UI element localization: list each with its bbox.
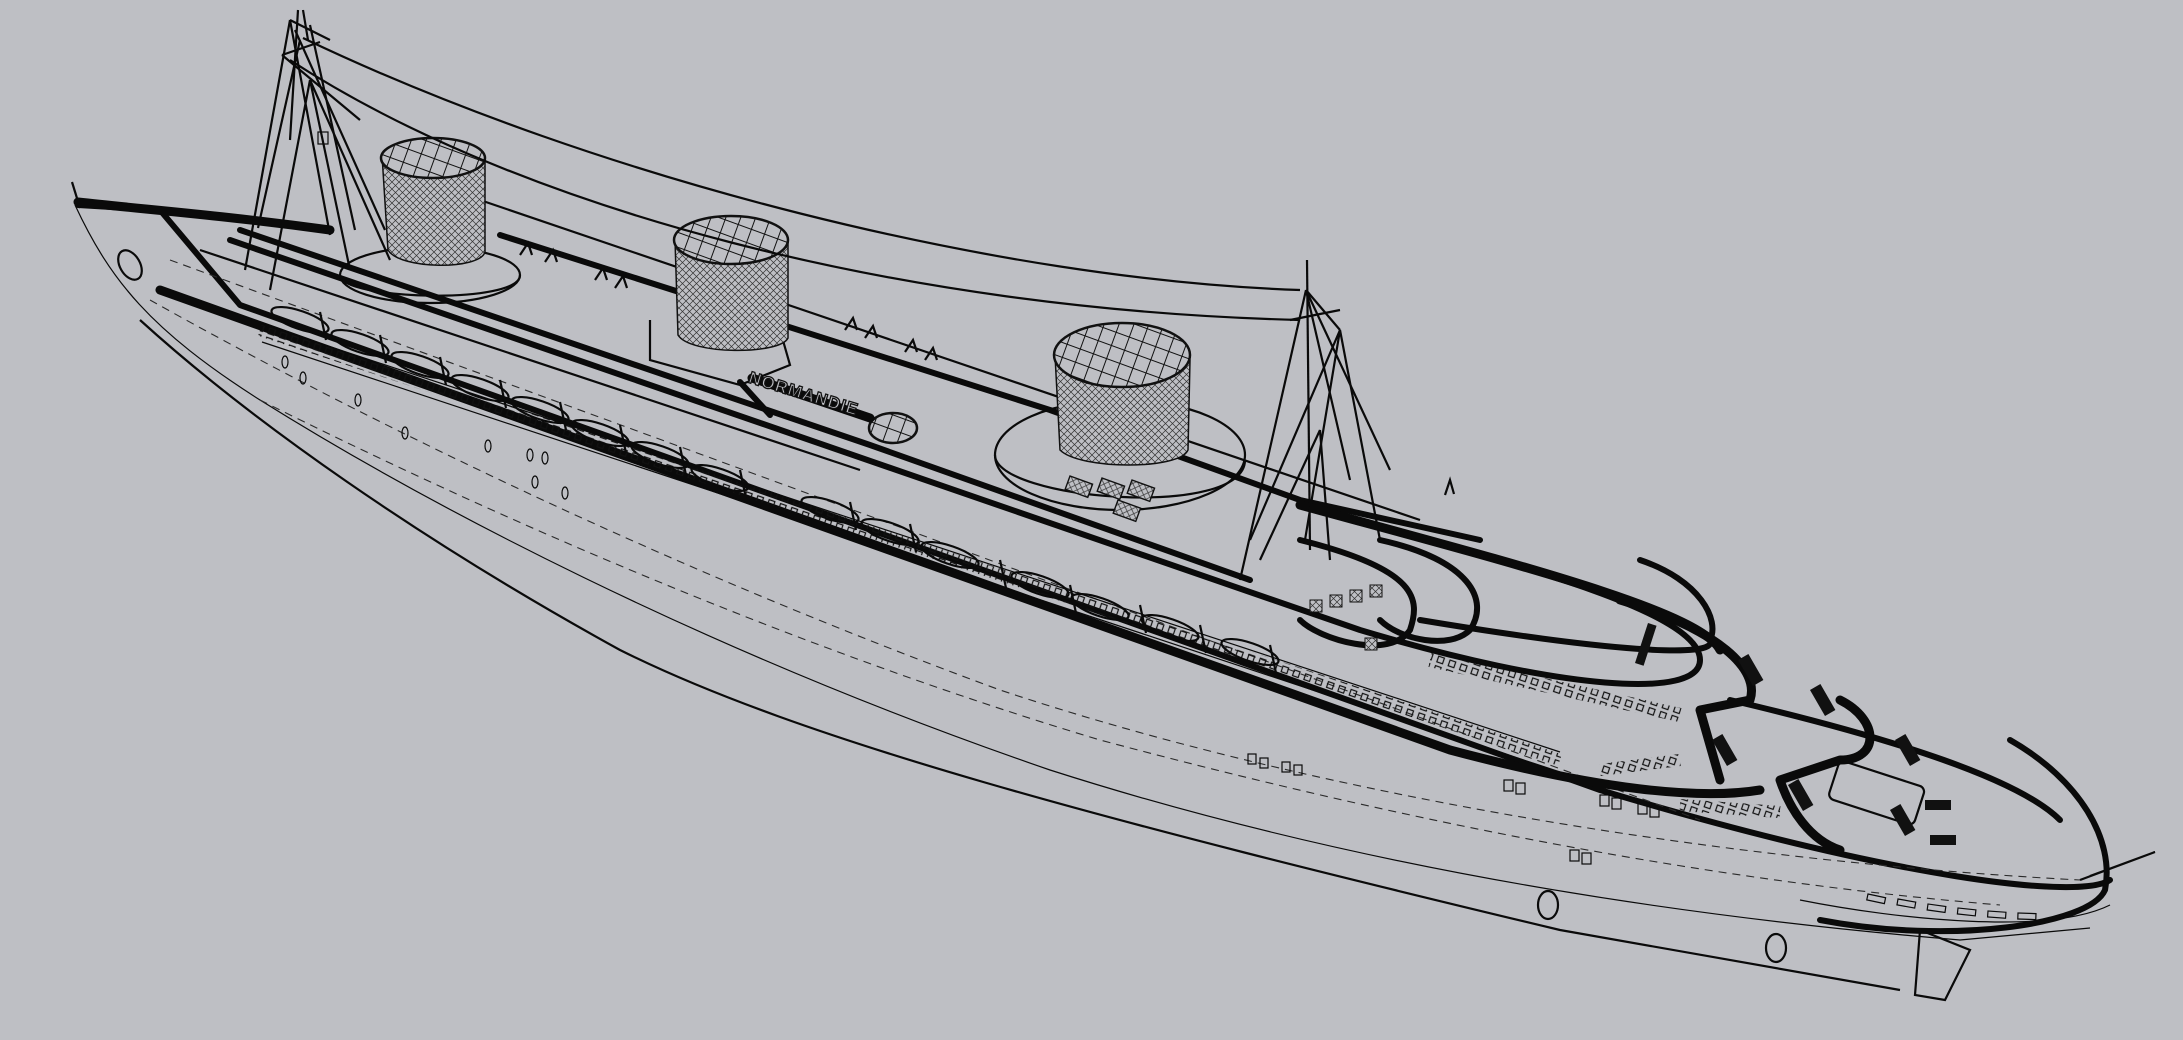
nameboard: [737, 373, 875, 423]
superstructure: [155, 198, 2063, 855]
ventilator: [867, 411, 919, 445]
funnel-middle: [648, 214, 792, 387]
forward-mast: [243, 9, 392, 291]
deck-fittings: [519, 240, 1456, 496]
funnel-forward: [338, 136, 522, 305]
funnel-aft: [993, 321, 1247, 523]
lifeboats: [270, 305, 1280, 674]
aft-mast: [1238, 259, 1391, 581]
hull: [70, 181, 2156, 1002]
rigging-stays: [289, 37, 1301, 322]
